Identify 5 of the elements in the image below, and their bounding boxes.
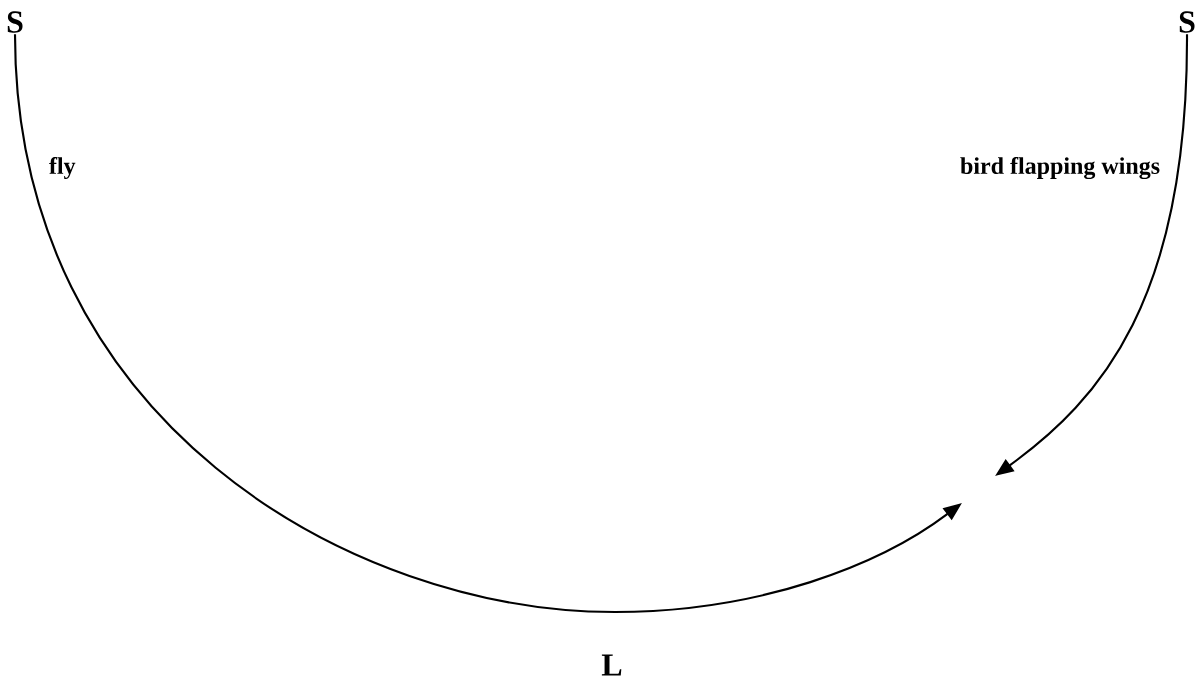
edge-label: bird flapping wings [960, 156, 1160, 180]
node-letter: S [1179, 11, 1195, 33]
axis-letter: L [601, 654, 622, 676]
edge-label: fly [49, 156, 76, 180]
node-letter: S [7, 11, 23, 33]
